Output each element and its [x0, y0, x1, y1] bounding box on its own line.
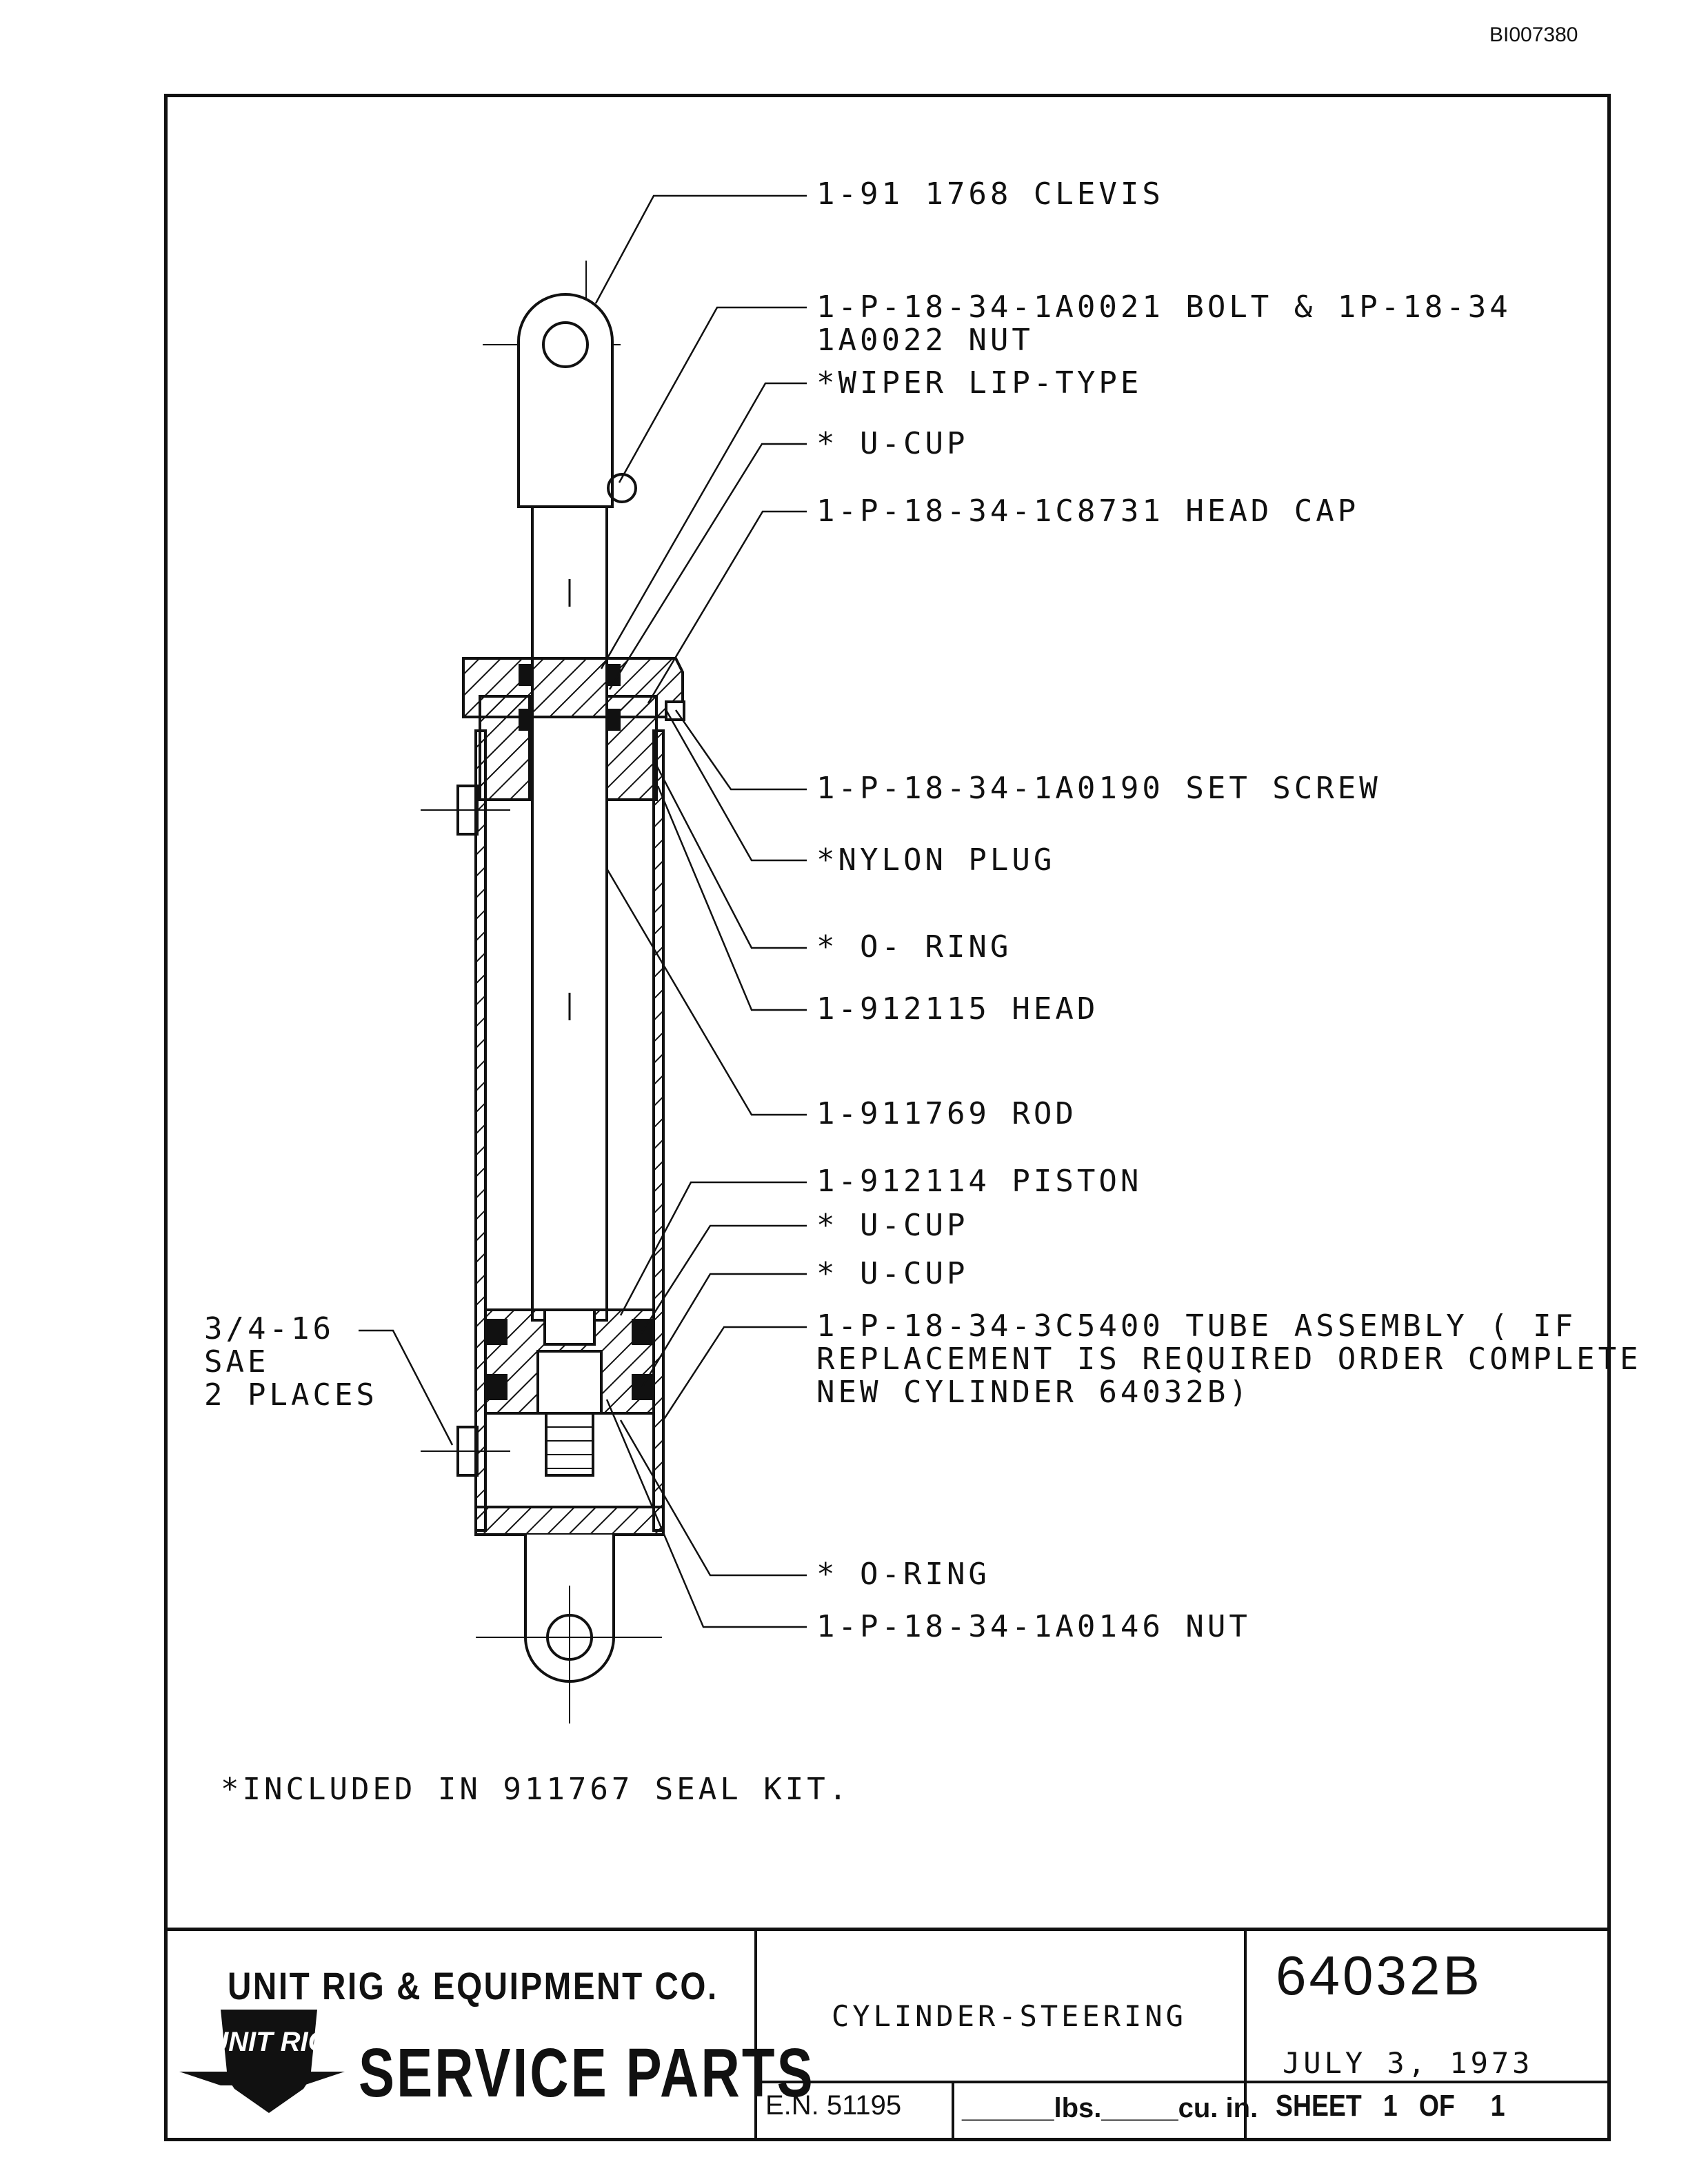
service-parts-heading: SERVICE PARTS	[359, 2034, 815, 2112]
title-block-lower-rule	[754, 2081, 1611, 2083]
document-id: BI007380	[1489, 23, 1578, 46]
callout-u-cup-3: * U-CUP	[816, 1256, 969, 1291]
drawing-frame	[164, 94, 1611, 2141]
drawing-title: CYLINDER-STEERING	[832, 1999, 1187, 2033]
callout-u-cup-1: * U-CUP	[816, 426, 969, 461]
clevis	[483, 261, 637, 508]
callout-rod: 1-911769 ROD	[816, 1096, 1077, 1131]
unit-rig-logo: UNIT RIG	[179, 2010, 345, 2113]
callout-nylon-plug: *NYLON PLUG	[816, 842, 1056, 878]
title-block-divider-3	[952, 2081, 954, 2141]
title-block-top-rule	[164, 1928, 1611, 1931]
callout-u-cup-2: * U-CUP	[816, 1208, 969, 1243]
callout-tube-assembly: 1-P-18-34-3C5400 TUBE ASSEMBLY ( IF REPL…	[816, 1308, 1642, 1410]
callout-set-screw: 1-P-18-34-1A0190 SET SCREW	[816, 771, 1381, 806]
callout-bolt-nut: 1-P-18-34-1A0021 BOLT & 1P-18-34 1A0022 …	[816, 290, 1511, 358]
sheet-field: SHEET 1 OF 1	[1276, 2089, 1505, 2123]
drawing-number: 64032B	[1276, 1945, 1483, 2006]
callout-nut: 1-P-18-34-1A0146 NUT	[816, 1609, 1251, 1644]
piston	[484, 1308, 655, 1477]
title-block-divider-2	[1244, 1928, 1247, 2141]
tube	[421, 729, 665, 1532]
callout-wiper: *WIPER LIP-TYPE	[816, 365, 1143, 401]
lbs-label: lbs.	[1054, 2093, 1102, 2123]
company-name: UNIT RIG & EQUIPMENT CO.	[228, 1964, 719, 2008]
callout-piston: 1-912114 PISTON	[816, 1164, 1143, 1199]
sheet-number: 1	[1383, 2089, 1398, 2123]
seal-kit-note: *INCLUDED IN 911767 SEAL KIT.	[221, 1772, 851, 1807]
callout-clevis: 1-91 1768 CLEVIS	[816, 176, 1164, 212]
engineering-number: E.N. 51195	[765, 2090, 902, 2121]
weight-volume-field: ______lbs._____cu. in.	[962, 2093, 1258, 2123]
sheet-label: SHEET	[1276, 2089, 1362, 2123]
leader-lines	[359, 194, 807, 1628]
callout-o-ring-1: * O- RING	[816, 929, 1012, 964]
head-cap	[462, 657, 685, 801]
callout-head: 1-912115 HEAD	[816, 991, 1099, 1027]
sheet-total: 1	[1490, 2089, 1505, 2123]
cuin-label: cu. in.	[1178, 2093, 1258, 2123]
rod	[531, 505, 608, 1322]
callout-o-ring-2: * O-RING	[816, 1557, 990, 1592]
drawing-date: JULY 3, 1973	[1283, 2046, 1534, 2080]
title-block-divider-1	[754, 1928, 757, 2141]
logo-text: UNIT RIG	[208, 2027, 330, 2057]
callout-sae-ports: 3/4-16 SAE 2 PLACES	[204, 1311, 378, 1413]
callout-head-cap: 1-P-18-34-1C8731 HEAD CAP	[816, 494, 1360, 529]
end-cap	[474, 1506, 665, 1723]
of-label: OF	[1418, 2089, 1455, 2123]
